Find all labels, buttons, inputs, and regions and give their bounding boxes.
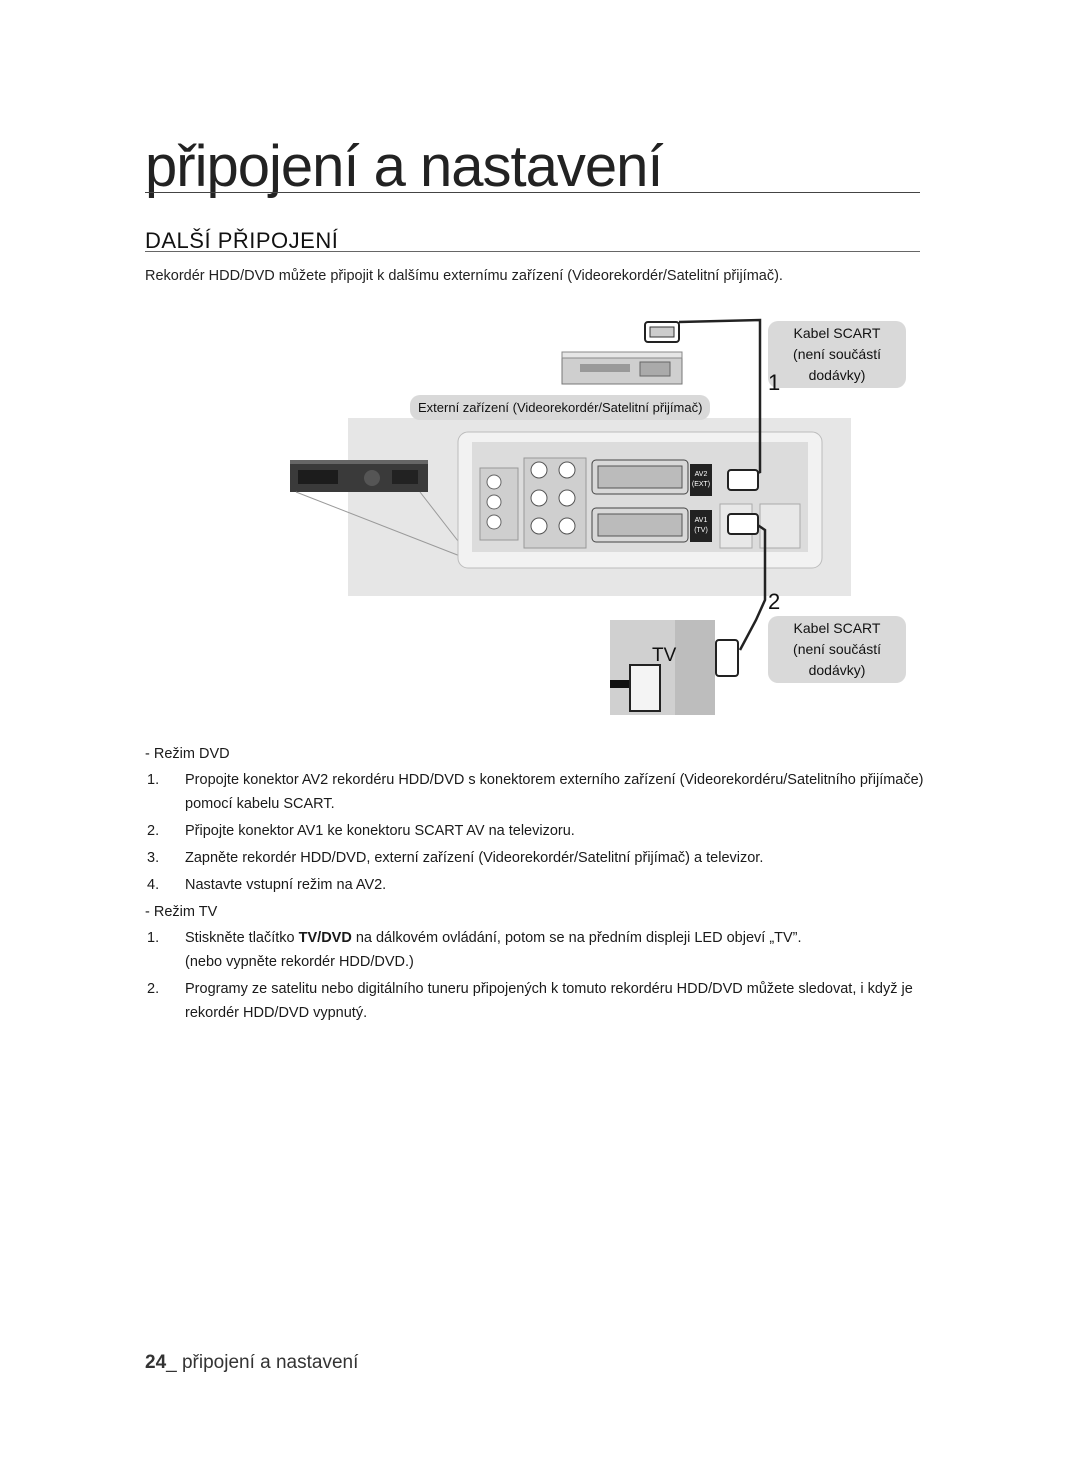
- tv-mode-label: - Režim TV: [145, 904, 218, 920]
- step-number-2: 2: [768, 589, 781, 614]
- step-text-note: (nebo vypněte rekordér HDD/DVD.): [185, 954, 414, 970]
- list-item: 4. Nastavte vstupní režim na AV2.: [145, 873, 925, 897]
- list-item: 1. Stiskněte tlačítko TV/DVD na dálkovém…: [145, 926, 925, 974]
- section-heading: DALŠÍ PŘIPOJENÍ: [145, 228, 339, 253]
- scart-plug-av1: [727, 513, 759, 535]
- step-text-post: na dálkovém ovládání, potom se na přední…: [351, 930, 802, 946]
- step-num: 1.: [147, 772, 160, 788]
- dvd-mode-steps: 1. Propojte konektor AV2 rekordéru HDD/DV…: [145, 768, 925, 897]
- scart-plug-external: [644, 321, 680, 343]
- list-item: 1. Propojte konektor AV2 rekordéru HDD/DV…: [145, 768, 925, 816]
- tv-dvd-button-name: TV/DVD: [298, 930, 352, 946]
- scart-cable-2: [738, 522, 767, 651]
- av2-port-sublabel: (EXT): [692, 481, 710, 488]
- section-divider: [145, 251, 920, 252]
- step-number-1: 1: [768, 370, 781, 395]
- list-item: 2. Připojte konektor AV1 ke konektoru SCA…: [145, 819, 925, 843]
- step-num: 2.: [147, 823, 160, 839]
- step-num: 1.: [147, 930, 160, 946]
- footer-text: _ připojení a nastavení: [166, 1352, 359, 1373]
- tv-label: TV: [652, 645, 677, 666]
- callout-cable-2: Kabel SCART (není součástí dodávky): [768, 616, 906, 683]
- step-num: 3.: [147, 850, 160, 866]
- page-footer: 24_ připojení a nastavení: [145, 1352, 358, 1374]
- connection-diagram: AV2 (EXT) AV1 (TV): [290, 318, 851, 715]
- step-text: Programy ze satelitu nebo digitálního tu…: [185, 981, 913, 1021]
- page-number: 24: [145, 1352, 167, 1373]
- instructions: - Režim DVD 1. Propojte konektor AV2 reko…: [145, 742, 925, 1028]
- step-text: Nastavte vstupní režim na AV2.: [185, 877, 387, 893]
- intro-text: Rekordér HDD/DVD můžete připojit k další…: [145, 268, 783, 284]
- step-num: 2.: [147, 981, 160, 997]
- external-device-illustration: [561, 351, 683, 385]
- step-num: 4.: [147, 877, 160, 893]
- av1-port-sublabel: (TV): [694, 527, 708, 534]
- scart-plug-av2: [727, 469, 759, 491]
- av2-port-label: AV2: [695, 471, 708, 478]
- av1-port-label: AV1: [695, 517, 708, 524]
- step-text: Zapněte rekordér HDD/DVD, externí zaříze…: [185, 850, 764, 866]
- page-title: připojení a nastavení: [145, 134, 663, 199]
- callout-cable-1: Kabel SCART (není součástí dodávky): [768, 321, 906, 388]
- dvd-mode-label: - Režim DVD: [145, 746, 230, 762]
- step-text-pre: Stiskněte tlačítko: [185, 930, 299, 946]
- external-device-label: Externí zařízení (Videorekordér/Satelitn…: [410, 395, 711, 420]
- list-item: 3. Zapněte rekordér HDD/DVD, externí zaří…: [145, 846, 925, 870]
- rear-panel-closeup: AV2 (EXT) AV1 (TV): [457, 431, 823, 569]
- tv-closeup: [610, 620, 739, 715]
- list-item: 2. Programy ze satelitu nebo digitálního …: [145, 977, 925, 1025]
- title-divider: [145, 192, 920, 193]
- hdd-dvd-recorder-illustration: [290, 460, 428, 492]
- step-text: Připojte konektor AV1 ke konektoru SCART…: [185, 823, 575, 839]
- step-text: Propojte konektor AV2 rekordéru HDD/DVD …: [185, 772, 924, 812]
- tv-mode-steps: 1. Stiskněte tlačítko TV/DVD na dálkovém…: [145, 926, 925, 1025]
